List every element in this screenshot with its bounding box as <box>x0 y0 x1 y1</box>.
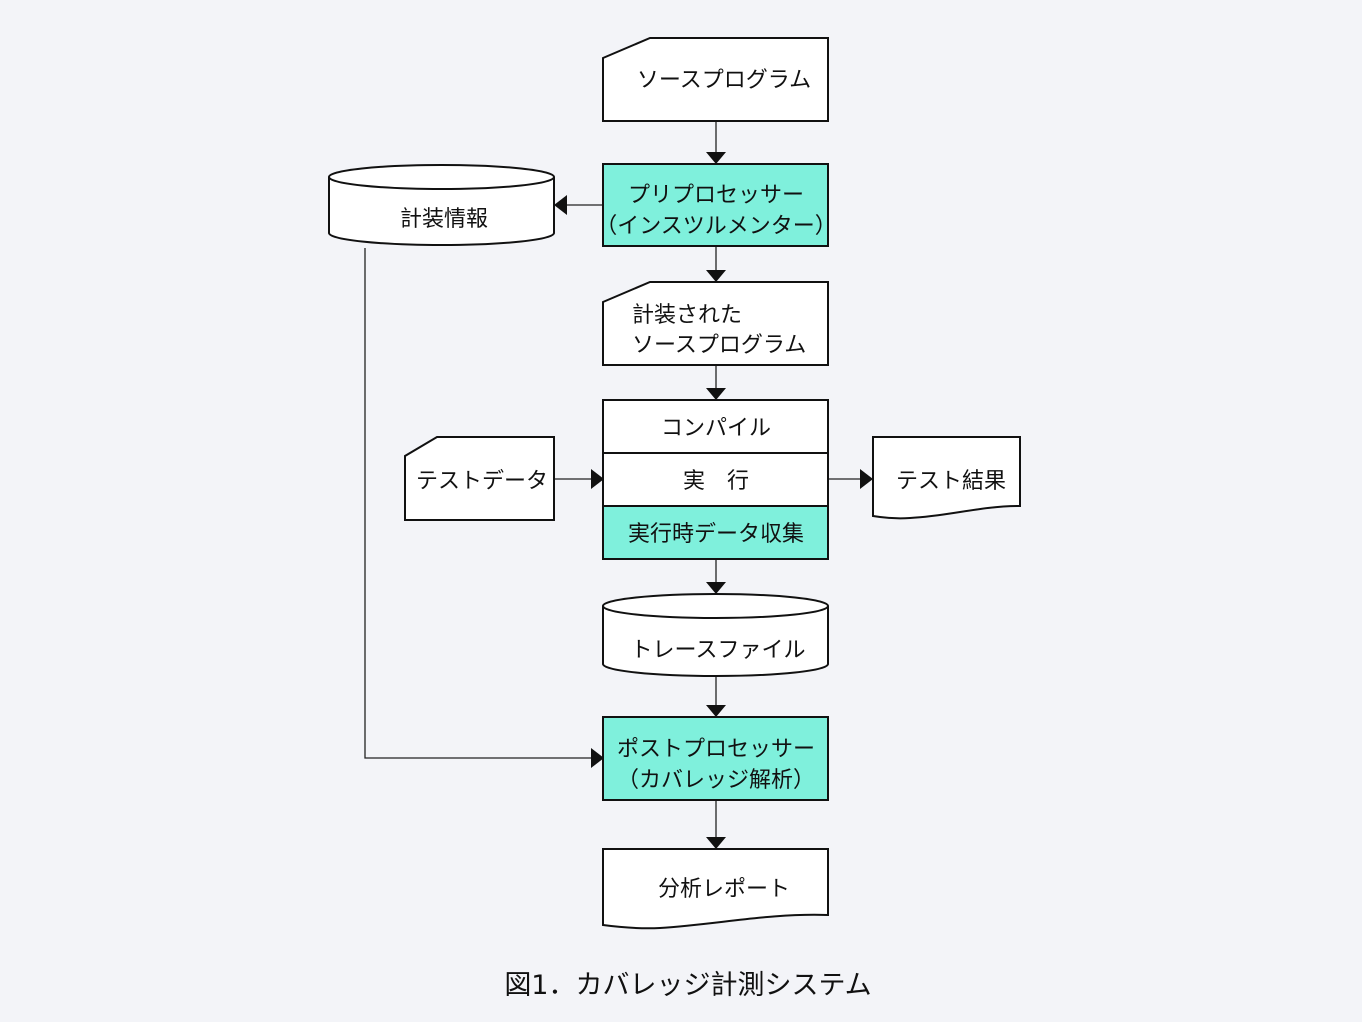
document-shape <box>872 436 1021 520</box>
test-data-label: テストデータ <box>416 469 548 494</box>
node-compile: コンパイル <box>602 399 829 454</box>
document-shape <box>602 848 829 930</box>
postprocessor-label-line2: （カバレッジ解析） <box>617 768 815 793</box>
process-box <box>602 163 829 247</box>
instrumentation-info-label: 計装情報 <box>400 207 488 232</box>
arrowhead <box>706 152 726 164</box>
analysis-report-label: 分析レポート <box>658 877 790 902</box>
node-instrumentation-info: 計装情報 <box>328 164 555 246</box>
node-analysis-report: 分析レポート <box>602 848 829 930</box>
instrumented-source-label-line2: ソースプログラム <box>632 333 806 358</box>
card-shape <box>602 37 829 122</box>
cylinder-body <box>602 593 829 677</box>
arrowhead <box>706 388 726 400</box>
trace-file-label: トレースファイル <box>631 638 806 663</box>
card-shape <box>602 281 829 366</box>
figure-caption: 図1．カバレッジ計測システム <box>504 970 871 1001</box>
node-test-data: テストデータ <box>404 436 555 521</box>
node-source-program: ソースプログラム <box>602 37 829 122</box>
compile-label: コンパイル <box>661 416 771 441</box>
process-box <box>602 505 829 560</box>
source-program-label: ソースプログラム <box>637 68 811 93</box>
edges <box>364 121 873 849</box>
node-test-result: テスト結果 <box>872 436 1021 520</box>
card-shape <box>404 436 555 521</box>
runtime-collect-label: 実行時データ収集 <box>628 522 804 547</box>
process-box <box>602 452 829 507</box>
arrowhead <box>706 837 726 849</box>
cylinder-rim <box>328 176 555 190</box>
node-preprocessor: プリプロセッサー （インスツルメンター） <box>595 163 837 247</box>
instrumented-source-label-line1: 計装された <box>632 303 742 328</box>
process-box <box>602 399 829 454</box>
node-instrumented-source: 計装された ソースプログラム <box>602 281 829 366</box>
arrowhead <box>591 748 604 768</box>
preprocessor-label-line1: プリプロセッサー <box>628 183 804 208</box>
cylinder-body <box>328 164 555 246</box>
node-postprocessor: ポストプロセッサー （カバレッジ解析） <box>602 716 829 801</box>
node-execute: 実 行 <box>602 452 829 507</box>
arrowhead <box>554 195 567 215</box>
arrowhead <box>591 469 604 489</box>
test-result-label: テスト結果 <box>896 469 1006 494</box>
node-runtime-collect: 実行時データ収集 <box>602 505 829 560</box>
process-box <box>602 716 829 801</box>
execute-label: 実 行 <box>683 469 749 494</box>
node-trace-file: トレースファイル <box>602 593 829 677</box>
postprocessor-label-line1: ポストプロセッサー <box>617 737 815 762</box>
arrowhead <box>860 469 873 489</box>
arrowhead <box>706 270 726 282</box>
cylinder-rim <box>602 605 829 619</box>
arrowhead <box>706 705 726 717</box>
edge-info-to-postprocessor <box>364 248 591 759</box>
preprocessor-label-line2: （インスツルメンター） <box>595 214 837 239</box>
arrowhead <box>706 582 726 594</box>
